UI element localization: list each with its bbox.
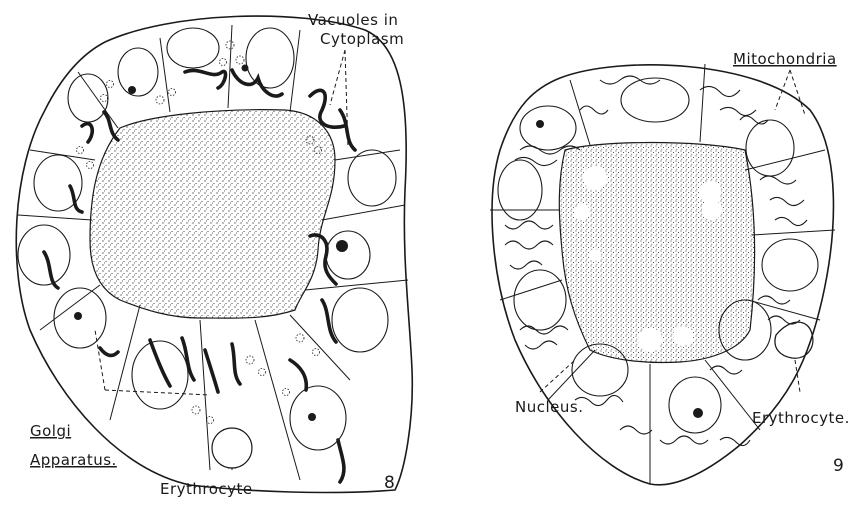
golgi-label-line2: Apparatus. [30,451,117,469]
figure-9-number: 9 [833,456,844,476]
vacuoles-label-line1: Vacuoles in [308,11,398,29]
fig8-lumen [90,110,335,319]
nucleus-label: Nucleus. [515,398,583,416]
fig8-erythrocyte-label: Erythrocyte [160,480,253,498]
fig9-erythrocyte [775,322,813,358]
figure-8-number: 8 [384,473,395,493]
vacuoles-label-line2: Cytoplasm [320,30,404,48]
golgi-label-line1: Golgi [30,422,71,440]
figure-8 [16,16,412,492]
fig8-erythrocyte [212,428,252,468]
fig9-erythrocyte-label: Erythrocyte. [752,409,850,427]
mitochondria-label: Mitochondria [733,50,837,68]
